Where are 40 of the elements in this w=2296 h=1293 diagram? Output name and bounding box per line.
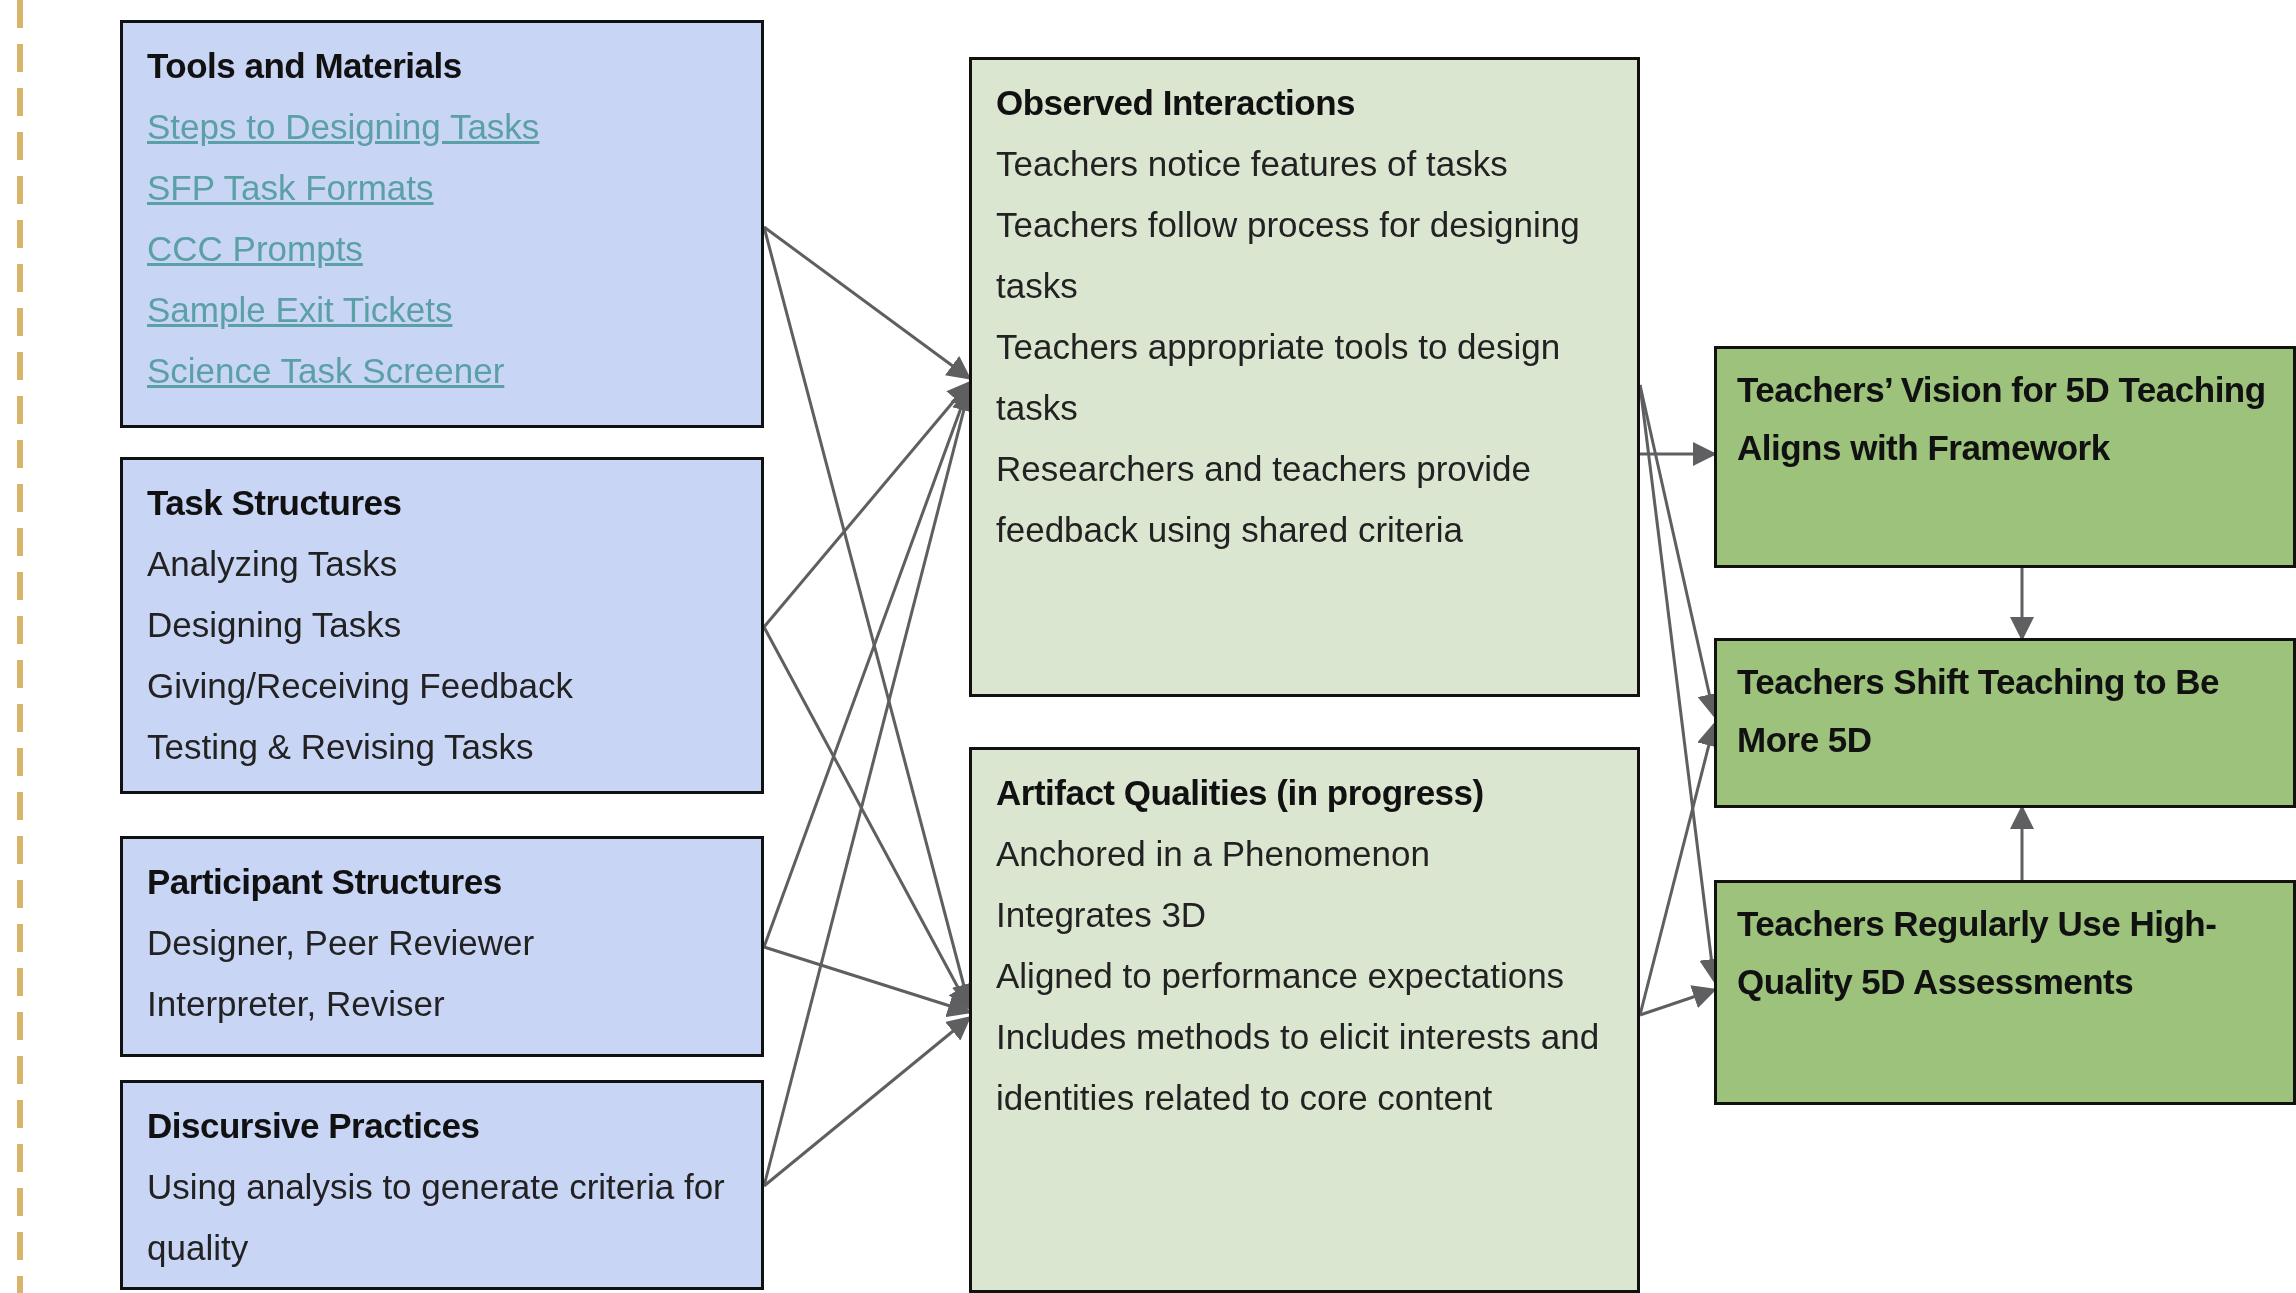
box-heading: Teachers’ Vision for 5D Teaching Aligns with Framework xyxy=(1737,369,2267,469)
arrow xyxy=(762,380,971,628)
outcome-box xyxy=(1714,880,2296,1105)
resource-link: SFP Task Formats xyxy=(147,167,434,209)
box-heading: Participant Structures xyxy=(147,861,503,903)
category-box xyxy=(120,1080,764,1290)
box-heading: Discursive Practices xyxy=(147,1105,481,1147)
category-box xyxy=(969,57,1640,697)
outcome-box xyxy=(1714,638,2296,808)
arrow xyxy=(762,626,971,1011)
list-item: Researchers and teachers provide feedback using shared criteria xyxy=(996,448,1532,551)
resource-link: CCC Prompts xyxy=(147,228,363,270)
list-item: Designer, Peer Reviewer xyxy=(147,922,536,964)
list-item: Teachers notice features of tasks xyxy=(996,143,1509,185)
box-heading: Observed Interactions xyxy=(996,82,1357,124)
list-item: Integrates 3D xyxy=(996,894,1208,936)
list-item: Using analysis to generate criteria for quality xyxy=(147,1166,726,1269)
list-item: Analyzing Tasks xyxy=(147,543,399,585)
resource-link: Steps to Designing Tasks xyxy=(147,106,540,148)
list-item: Anchored in a Phenomenon xyxy=(996,833,1431,875)
category-box xyxy=(120,457,764,794)
list-item: Includes methods to elicit interests and identities related to core content xyxy=(996,1016,1601,1119)
category-box xyxy=(120,836,764,1057)
box-heading: Artifact Qualities (in progress) xyxy=(996,772,1485,814)
list-item: Giving/Receiving Feedback xyxy=(147,665,575,707)
category-box xyxy=(969,747,1640,1293)
list-item: Teachers follow process for designing tasks xyxy=(996,204,1581,307)
list-item: Designing Tasks xyxy=(147,604,403,646)
resource-link: Sample Exit Tickets xyxy=(147,289,453,331)
resource-link: Science Task Screener xyxy=(147,350,505,392)
list-item: Testing & Revising Tasks xyxy=(147,726,535,768)
list-item: Aligned to performance expectations xyxy=(996,955,1566,997)
list-item: Interpreter, Reviser xyxy=(147,983,446,1025)
list-item: Teachers appropriate tools to design tasks xyxy=(996,326,1562,429)
box-heading: Teachers Shift Teaching to Be More 5D xyxy=(1737,661,2221,761)
box-heading: Teachers Regularly Use High-Quality 5D Assessments xyxy=(1737,903,2218,1003)
box-heading: Tools and Materials xyxy=(147,45,463,87)
category-box xyxy=(120,20,764,428)
box-heading: Task Structures xyxy=(147,482,403,524)
outcome-box xyxy=(1714,346,2296,568)
